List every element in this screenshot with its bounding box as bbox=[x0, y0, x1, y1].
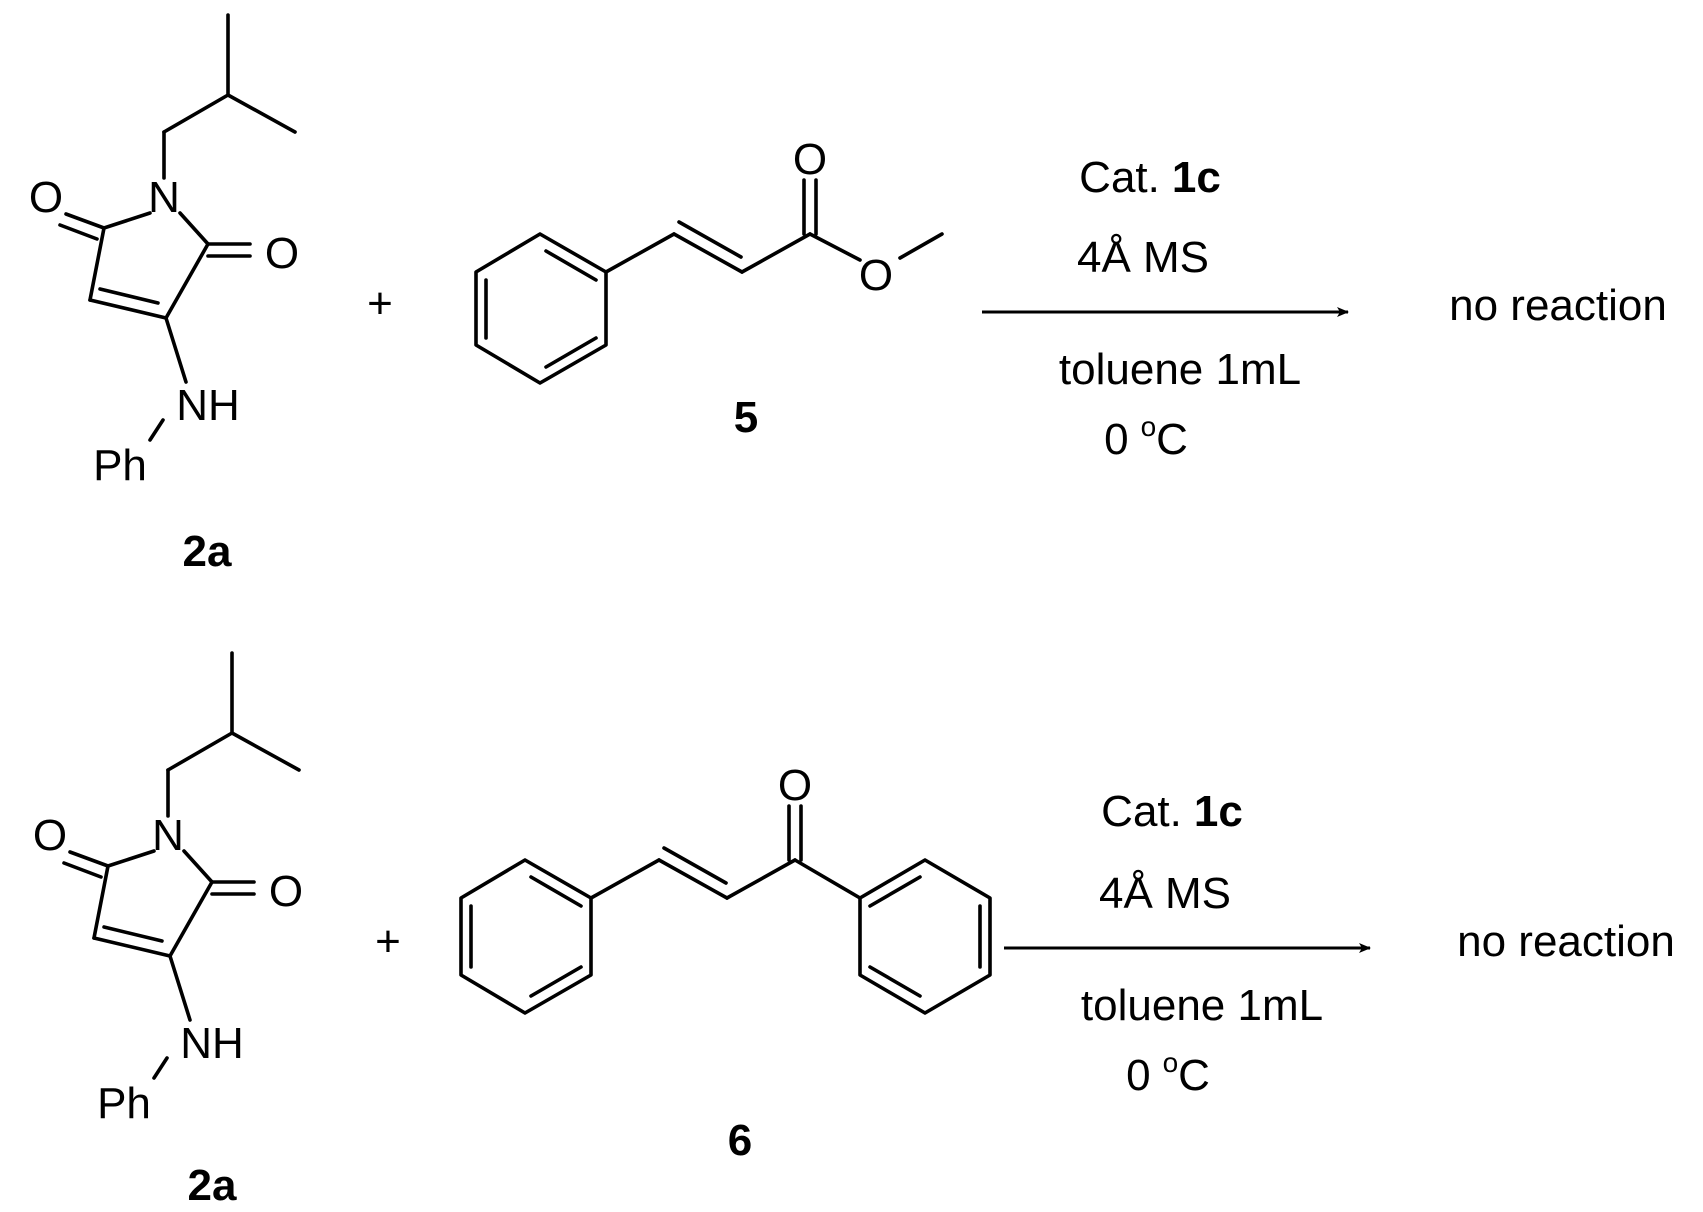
solvent: toluene 1mL bbox=[1081, 981, 1323, 1030]
additive: 4Å MS bbox=[1099, 869, 1231, 918]
reaction-2: O N O NH Ph 2a + bbox=[33, 651, 1675, 1210]
solvent: toluene 1mL bbox=[1059, 345, 1301, 394]
compound-label-2a: 2a bbox=[188, 1161, 237, 1210]
catalyst-prefix: Cat. bbox=[1079, 153, 1160, 202]
reaction-1: O N O NH Ph 2a + bbox=[29, 13, 1667, 576]
atom-o-carbonyl: O bbox=[778, 761, 812, 810]
atom-ph: Ph bbox=[93, 441, 147, 490]
atom-ph: Ph bbox=[97, 1079, 151, 1128]
temperature-degree: o bbox=[1141, 411, 1157, 442]
atom-o-ester: O bbox=[859, 251, 893, 300]
atom-n: N bbox=[152, 811, 184, 860]
compound-label-2a: 2a bbox=[183, 527, 232, 576]
atom-nh: NH bbox=[176, 381, 240, 430]
temperature-value: 0 bbox=[1104, 415, 1128, 464]
temperature-value: 0 bbox=[1126, 1051, 1150, 1100]
atom-o-left: O bbox=[33, 811, 67, 860]
maleimide-bonds bbox=[58, 13, 297, 442]
reactant-2a-structure: O N O NH Ph bbox=[33, 651, 303, 1128]
reactant-6-structure: O bbox=[459, 761, 992, 1015]
plus-sign: + bbox=[367, 279, 393, 328]
atom-o-right: O bbox=[269, 867, 303, 916]
catalyst-id: 1c bbox=[1172, 153, 1221, 202]
reactant-2a-structure: O N O NH Ph bbox=[29, 13, 299, 490]
catalyst-line: Cat.1c bbox=[1101, 787, 1243, 836]
catalyst-line: Cat.1c bbox=[1079, 153, 1221, 202]
plus-sign: + bbox=[375, 917, 401, 966]
atom-o-right: O bbox=[265, 229, 299, 278]
compound-label-6: 6 bbox=[728, 1116, 752, 1165]
temperature-degree: o bbox=[1163, 1047, 1179, 1078]
maleimide-bonds bbox=[62, 651, 301, 1080]
catalyst-prefix: Cat. bbox=[1101, 787, 1182, 836]
reactant-5-structure: O O bbox=[474, 135, 944, 385]
temperature-unit: C bbox=[1178, 1051, 1210, 1100]
outcome: no reaction bbox=[1449, 281, 1667, 330]
outcome: no reaction bbox=[1457, 917, 1675, 966]
chalcone-bonds bbox=[459, 804, 992, 1015]
atom-n: N bbox=[148, 173, 180, 222]
catalyst-id: 1c bbox=[1194, 787, 1243, 836]
atom-o-left: O bbox=[29, 173, 63, 222]
cinnamate-bonds bbox=[474, 178, 944, 385]
compound-label-5: 5 bbox=[734, 393, 758, 442]
atom-nh: NH bbox=[180, 1019, 244, 1068]
atom-o-carbonyl: O bbox=[793, 135, 827, 184]
temperature-unit: C bbox=[1156, 415, 1188, 464]
additive: 4Å MS bbox=[1077, 233, 1209, 282]
